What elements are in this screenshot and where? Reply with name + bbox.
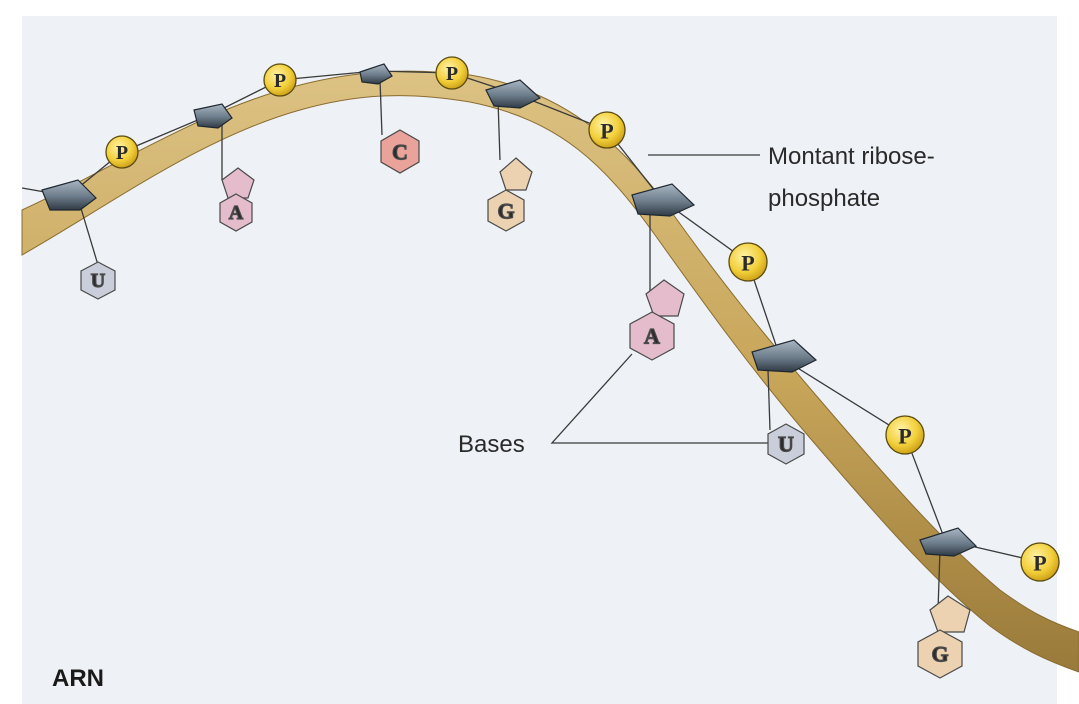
phosphate-1: P bbox=[106, 136, 138, 168]
backbone-label-line1: Montant ribose- bbox=[768, 143, 935, 170]
phosphate-symbol: P bbox=[274, 70, 286, 92]
diagram-title: ARN bbox=[52, 665, 104, 692]
svg-text:G: G bbox=[497, 199, 514, 224]
phosphate-symbol: P bbox=[446, 63, 458, 85]
bases-label: Bases bbox=[458, 431, 525, 458]
svg-text:C: C bbox=[392, 140, 408, 165]
phosphate-symbol: P bbox=[1033, 551, 1046, 576]
phosphate-symbol: P bbox=[116, 142, 128, 164]
phosphate-symbol: P bbox=[898, 424, 911, 449]
phosphate-3: P bbox=[436, 57, 468, 89]
svg-text:U: U bbox=[778, 432, 794, 457]
backbone-label-line2: phosphate bbox=[768, 185, 880, 212]
phosphate-4: P bbox=[589, 112, 625, 148]
phosphate-symbol: P bbox=[741, 251, 754, 276]
phosphate-6: P bbox=[886, 416, 924, 454]
svg-text:U: U bbox=[91, 270, 105, 292]
phosphate-symbol: P bbox=[600, 119, 613, 144]
svg-text:G: G bbox=[931, 642, 948, 667]
phosphate-7: P bbox=[1021, 543, 1059, 581]
svg-text:A: A bbox=[644, 324, 660, 349]
phosphate-2: P bbox=[264, 64, 296, 96]
phosphate-5: P bbox=[729, 243, 767, 281]
svg-text:A: A bbox=[229, 202, 244, 224]
